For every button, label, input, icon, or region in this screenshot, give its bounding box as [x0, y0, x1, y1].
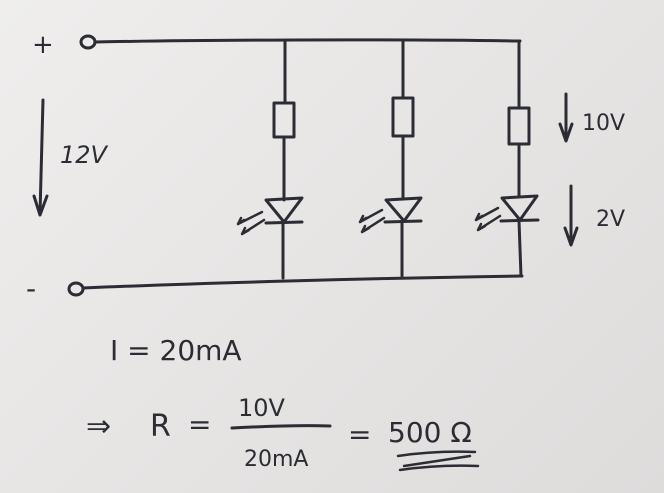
led-1-triangle	[264, 196, 304, 224]
supply-voltage-label: 12V	[60, 141, 109, 169]
equals-sign-2: =	[348, 418, 371, 451]
fraction-denominator: 20mA	[244, 447, 308, 472]
resistor-1	[272, 101, 296, 139]
led-2-emission-arrows	[358, 208, 386, 234]
resistor-drop-arrow	[558, 92, 574, 143]
result-double-underline	[396, 450, 480, 472]
resistor-arrow-head	[558, 122, 574, 143]
minus-terminal-label: -	[26, 272, 36, 305]
resistor-drop-label: 10V	[582, 111, 625, 136]
led-arrow-head	[563, 226, 579, 247]
equals-sign-1: =	[188, 408, 211, 441]
branch-3-wire-bottom	[517, 219, 523, 278]
supply-arrow-line	[38, 98, 45, 216]
led-drop-label: 2V	[596, 207, 625, 232]
fraction-numerator: 10V	[238, 394, 286, 422]
plus-terminal	[79, 34, 97, 50]
top-rail-wire	[93, 38, 522, 44]
resistor-2	[391, 96, 415, 138]
branch-3	[474, 39, 540, 278]
resistor-3	[507, 106, 531, 146]
implies-arrow: ⇒	[86, 409, 111, 444]
branch-1	[236, 39, 304, 280]
result-value: 500 Ω	[388, 416, 472, 449]
plus-terminal-label: +	[32, 30, 54, 60]
led-3-triangle	[500, 194, 539, 222]
led-1-emission-arrows	[236, 210, 266, 236]
led-drop-arrow	[563, 184, 579, 247]
supply-arrow-head	[32, 194, 49, 217]
fraction-bar	[230, 424, 332, 430]
current-equation: I = 20mA	[110, 334, 242, 367]
led-3-emission-arrows	[474, 206, 502, 232]
r-symbol: R	[150, 409, 171, 444]
led-2-triangle	[384, 196, 423, 223]
supply-voltage-arrow	[32, 98, 49, 217]
minus-terminal	[67, 281, 85, 297]
branch-2	[358, 38, 423, 278]
bottom-rail-wire	[81, 274, 524, 290]
